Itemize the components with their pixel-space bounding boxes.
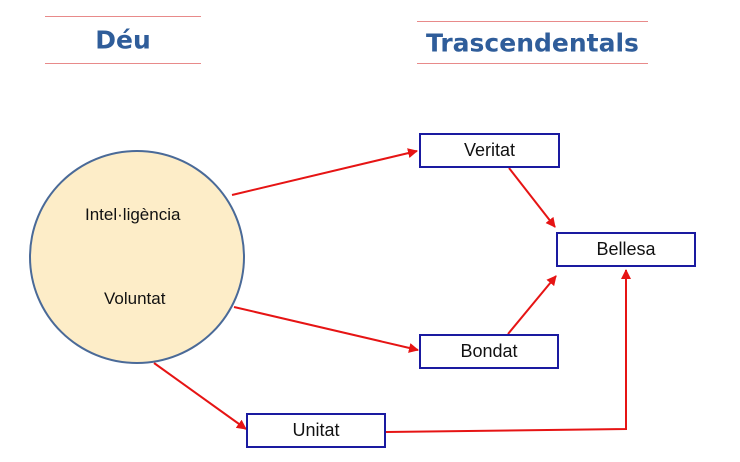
heading-trascendentals: Trascendentals: [417, 21, 648, 64]
heading-trascendentals-text: Trascendentals: [426, 28, 639, 57]
deu-circle: [29, 150, 245, 364]
heading-deu-text: Déu: [95, 25, 151, 55]
box-bondat: Bondat: [419, 334, 559, 369]
box-bellesa: Bellesa: [556, 232, 696, 267]
arrow-circle-to-veritat: [231, 148, 418, 196]
arrow-veritat-to-bellesa: [508, 167, 556, 228]
box-unitat: Unitat: [246, 413, 386, 448]
heading-deu: Déu: [45, 16, 201, 64]
arrow-unitat-to-bellesa: [385, 269, 631, 433]
arrow-bondat-to-bellesa: [507, 275, 557, 335]
heading-rule-bottom: [417, 63, 648, 64]
box-veritat: Veritat: [419, 133, 560, 168]
arrow-circle-to-bondat: [233, 306, 419, 353]
heading-rule-bottom: [45, 63, 201, 64]
arrow-circle-to-unitat: [153, 362, 247, 430]
heading-rule-top: [417, 21, 648, 22]
label-intelligencia: Intel·ligència: [85, 205, 181, 224]
heading-rule-top: [45, 16, 201, 17]
label-voluntat: Voluntat: [104, 289, 166, 308]
